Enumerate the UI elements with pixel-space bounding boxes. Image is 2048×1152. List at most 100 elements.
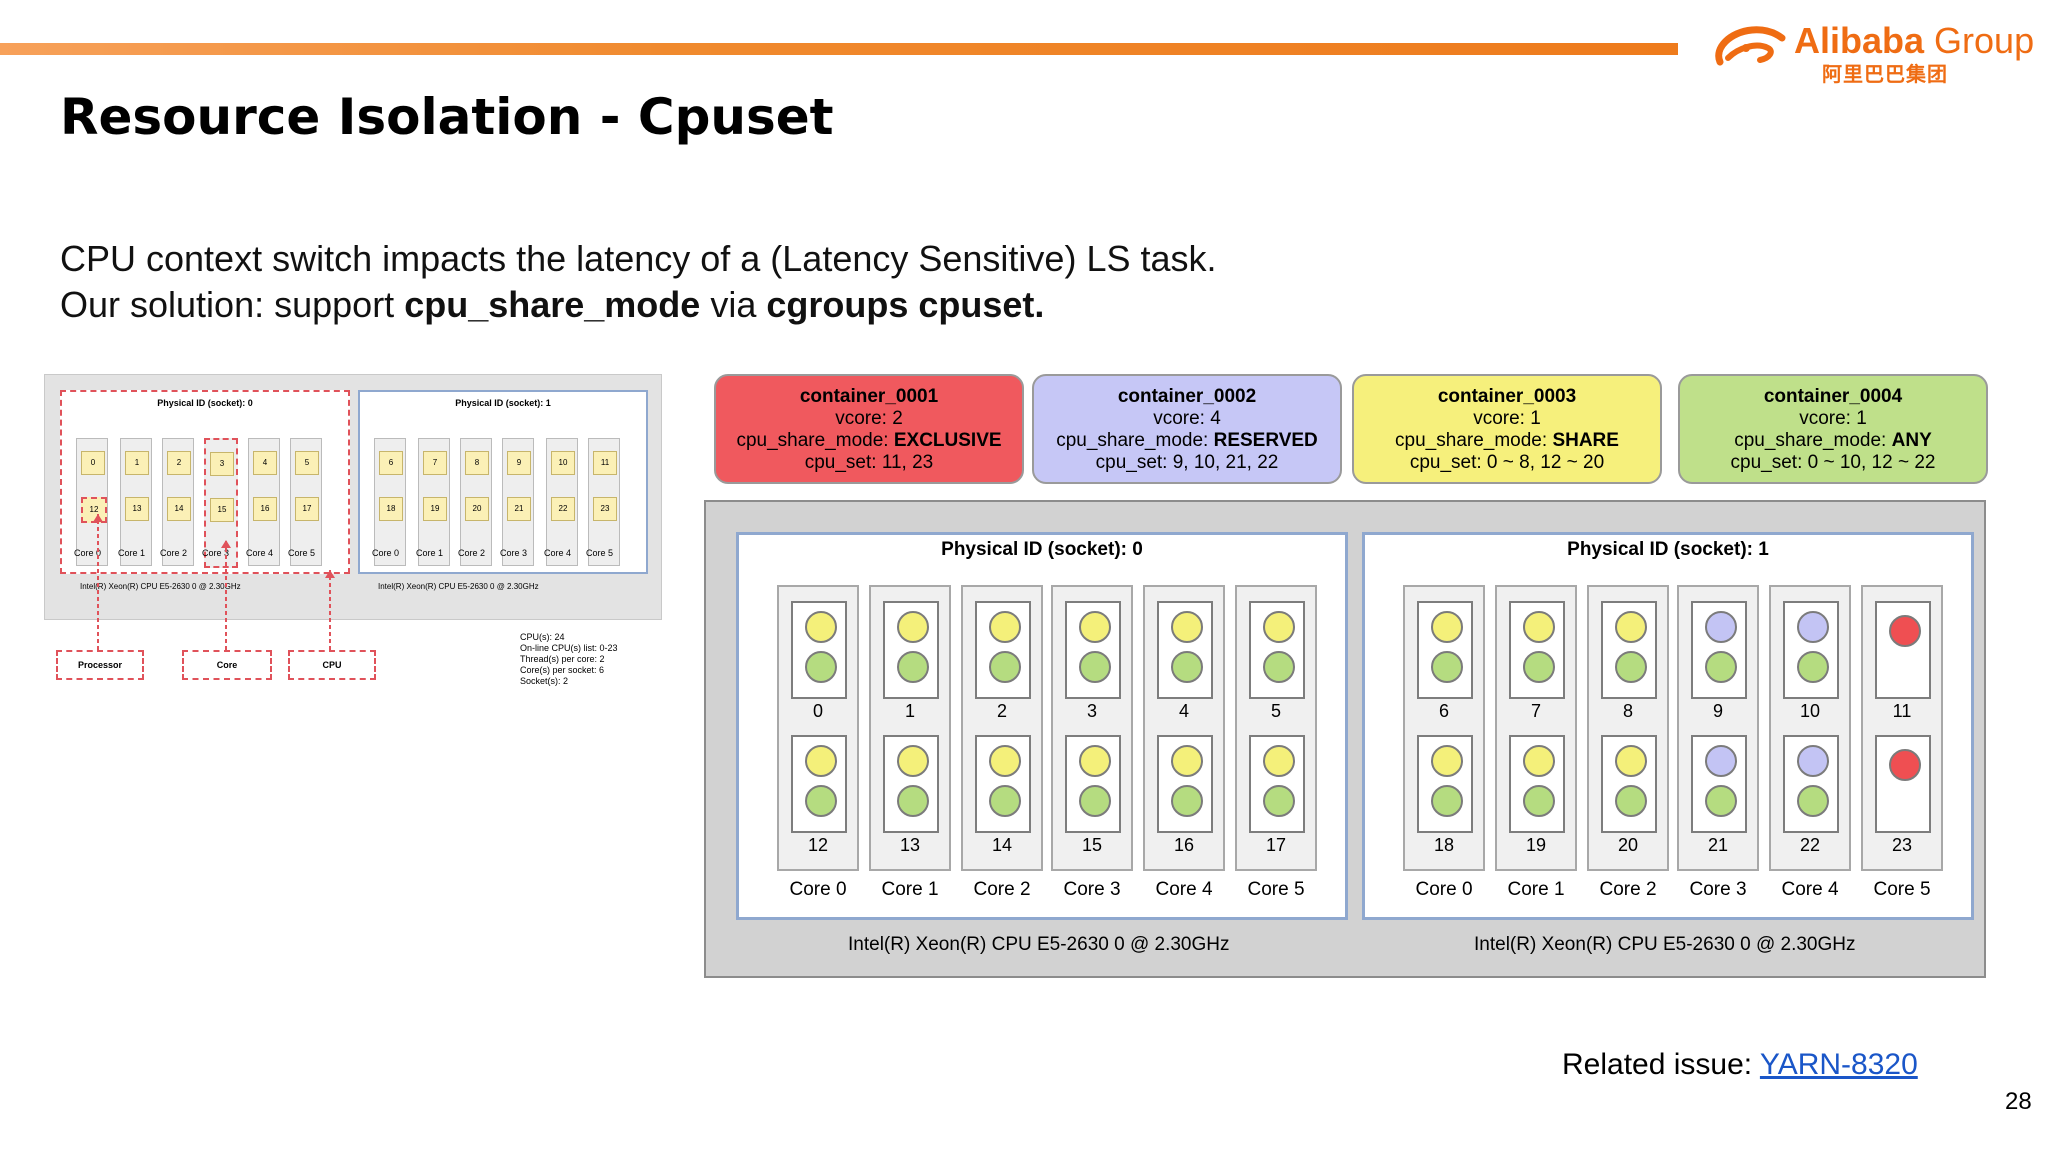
yellow-status-dot: [1615, 745, 1647, 777]
small-cpu-cell: 22: [551, 497, 575, 521]
small-callout-box: CPU: [288, 650, 376, 680]
cpu-slot: [1875, 735, 1931, 833]
cpu-info-text: CPU(s): 24 On-line CPU(s) list: 0-23 Thr…: [520, 632, 618, 686]
cpu-slot: [1509, 735, 1565, 833]
cpu-slot: [1783, 601, 1839, 699]
small-core-column: 9 21: [502, 438, 534, 566]
cpu-slot: [1157, 601, 1213, 699]
green-status-dot: [1797, 785, 1829, 817]
cpu-slot: [791, 601, 847, 699]
green-status-dot: [1171, 785, 1203, 817]
cpu-slot: [791, 735, 847, 833]
cpu-number: 10: [1799, 701, 1821, 721]
container-cpu-set: cpu_set: 0 ~ 10, 12 ~ 22: [1730, 452, 1936, 473]
cpu-slot: [1249, 735, 1305, 833]
container-share-mode: cpu_share_mode: SHARE: [1354, 430, 1660, 452]
small-core-label: Core 4: [246, 548, 274, 558]
cpu-slot: [1157, 735, 1213, 833]
green-status-dot: [1431, 651, 1463, 683]
green-status-dot: [1263, 651, 1295, 683]
share-mode-value: EXCLUSIVE: [893, 430, 1002, 451]
page-title: Resource Isolation - Cpuset: [60, 88, 834, 146]
cpu-slot: [1783, 735, 1839, 833]
green-status-dot: [805, 785, 837, 817]
container-cpu-set: cpu_set: 11, 23: [804, 452, 934, 473]
logo-chinese-text: 阿里巴巴集团: [1822, 64, 1948, 86]
yellow-status-dot: [897, 745, 929, 777]
yellow-status-dot: [897, 611, 929, 643]
cpu-slot: [1249, 601, 1305, 699]
cpu-slot: [1691, 735, 1747, 833]
yellow-status-dot: [1079, 611, 1111, 643]
cpu-slot: [883, 735, 939, 833]
small-cpu-cell: 18: [379, 497, 403, 521]
container-vcore: vcore: 1: [1473, 408, 1541, 429]
yellow-status-dot: [1523, 611, 1555, 643]
green-status-dot: [1171, 651, 1203, 683]
cpu-slot: [1065, 601, 1121, 699]
container-cpu-set: cpu_set: 0 ~ 8, 12 ~ 20: [1409, 452, 1605, 473]
core-label: Core 3: [1063, 879, 1121, 900]
small-cpu-cell: 7: [423, 451, 447, 475]
container-name: container_0002: [1117, 386, 1257, 407]
cpu-slot: [1417, 735, 1473, 833]
green-status-dot: [989, 651, 1021, 683]
cpu-number: 5: [1270, 701, 1281, 721]
small-cpu-cell: 1: [125, 451, 149, 475]
cpu-slot: [1691, 601, 1747, 699]
core-label: Core 5: [1247, 879, 1305, 900]
purple-status-dot: [1705, 611, 1737, 643]
small-socket-title: Physical ID (socket): 1: [455, 398, 551, 408]
container-name: container_0001: [799, 386, 939, 407]
green-status-dot: [1705, 785, 1737, 817]
yarn-issue-link[interactable]: YARN-8320: [1759, 1048, 1918, 1081]
green-status-dot: [1523, 785, 1555, 817]
small-cpu-cell: 21: [507, 497, 531, 521]
share-mode-label: cpu_share_mode:: [1734, 430, 1892, 451]
socket-title: Physical ID (socket): 0: [941, 539, 1143, 560]
small-cpu-cell: 20: [465, 497, 489, 521]
cpu-number: 2: [996, 701, 1007, 721]
core-label: Core 1: [1507, 879, 1565, 900]
yellow-status-dot: [1431, 611, 1463, 643]
small-cpu-cell: 11: [593, 451, 617, 475]
callout-arrow-head: [325, 570, 335, 578]
small-cpu-cell: 0: [81, 451, 105, 475]
cpu-number: 0: [812, 701, 823, 721]
small-core-label: Core 5: [288, 548, 316, 558]
cpu-slot: [883, 601, 939, 699]
container-share-mode: cpu_share_mode: ANY: [1680, 430, 1986, 452]
yellow-status-dot: [1171, 745, 1203, 777]
small-cpu-cell: 6: [379, 451, 403, 475]
body-line-2: Our solution: support cpu_share_mode via…: [60, 284, 1045, 325]
red-status-dot: [1889, 615, 1921, 647]
small-cpu-cell: 8: [465, 451, 489, 475]
cpu-number: 3: [1086, 701, 1097, 721]
cpu-slot: [1065, 735, 1121, 833]
container-name: container_0004: [1763, 386, 1903, 407]
cpu-model-label: Intel(R) Xeon(R) CPU E5-2630 0 @ 2.30GHz: [848, 934, 1230, 955]
small-cpu-cell: 23: [593, 497, 617, 521]
cpu-slot: [1417, 601, 1473, 699]
yellow-status-dot: [989, 745, 1021, 777]
small-cpu-cell: 9: [507, 451, 531, 475]
cpu-slot: [975, 735, 1031, 833]
share-mode-value: SHARE: [1552, 430, 1619, 451]
core-label: Core 3: [1689, 879, 1747, 900]
container-cpu-set: cpu_set: 9, 10, 21, 22: [1095, 452, 1279, 473]
small-cpu-cell: 2: [167, 451, 191, 475]
cpu-slot: [1601, 601, 1657, 699]
small-core-column: 6 18: [374, 438, 406, 566]
container-vcore: vcore: 1: [1799, 408, 1867, 429]
